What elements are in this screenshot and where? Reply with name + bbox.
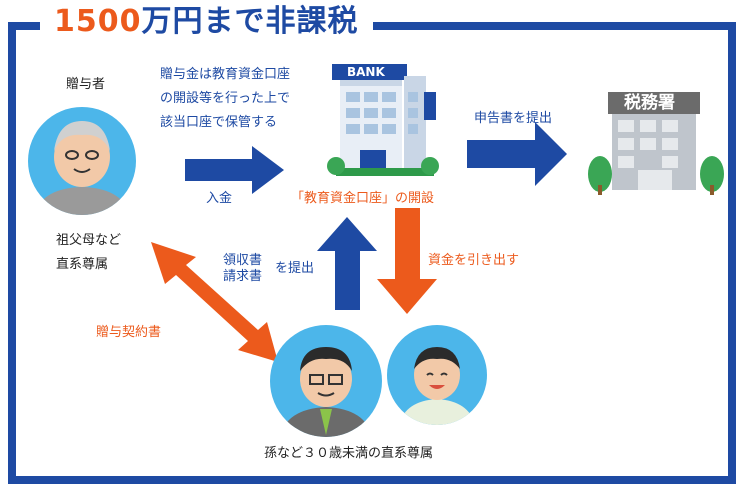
deposit-note-line1: 贈与金は教育資金口座 xyxy=(160,67,291,82)
grandchild-figure-1 xyxy=(280,347,372,437)
receipt-line1: 領収書 xyxy=(223,253,263,268)
grandparent-figure xyxy=(38,121,126,215)
report-label: 申告書を提出 xyxy=(474,111,553,126)
bank-caption: 「教育資金口座」の開設 xyxy=(291,191,435,206)
title-text: 万円まで非課税 xyxy=(141,4,359,39)
title-amount: 1500 xyxy=(54,4,142,39)
recipient-label: 孫など３０歳未満の直系尊属 xyxy=(264,446,434,461)
receipt-suffix: を提出 xyxy=(275,261,315,276)
grandparent-avatar xyxy=(28,107,136,215)
deposit-arrow xyxy=(185,146,284,194)
contract-arrow xyxy=(151,242,278,362)
receipt-arrow xyxy=(317,217,377,310)
deposit-note-line2: の開設等を行った上で xyxy=(160,91,291,106)
giver-sub2: 直系尊属 xyxy=(56,257,109,272)
page-title: 1500万円まで非課税 xyxy=(54,4,359,39)
report-arrow xyxy=(467,122,567,186)
deposit-label: 入金 xyxy=(206,191,233,206)
contract-label: 贈与契約書 xyxy=(96,325,162,340)
bank-icon xyxy=(327,64,439,176)
deposit-note-line3: 該当口座で保管する xyxy=(160,115,278,130)
grandchild-avatar-2 xyxy=(387,325,487,425)
tax-office-icon xyxy=(588,92,724,195)
giver-sub1: 祖父母など xyxy=(56,233,122,248)
giver-label: 贈与者 xyxy=(66,77,106,92)
withdraw-arrow xyxy=(377,208,437,314)
grandchild-figure-2 xyxy=(399,347,475,425)
grandchild-avatar-1 xyxy=(270,325,382,437)
title-box: 1500万円まで非課税 xyxy=(40,4,373,40)
tax-office-label: 税務署 xyxy=(624,93,675,113)
receipt-line2: 請求書 xyxy=(223,269,263,284)
withdraw-label: 資金を引き出す xyxy=(428,253,520,268)
bank-sign: BANK xyxy=(347,65,385,79)
